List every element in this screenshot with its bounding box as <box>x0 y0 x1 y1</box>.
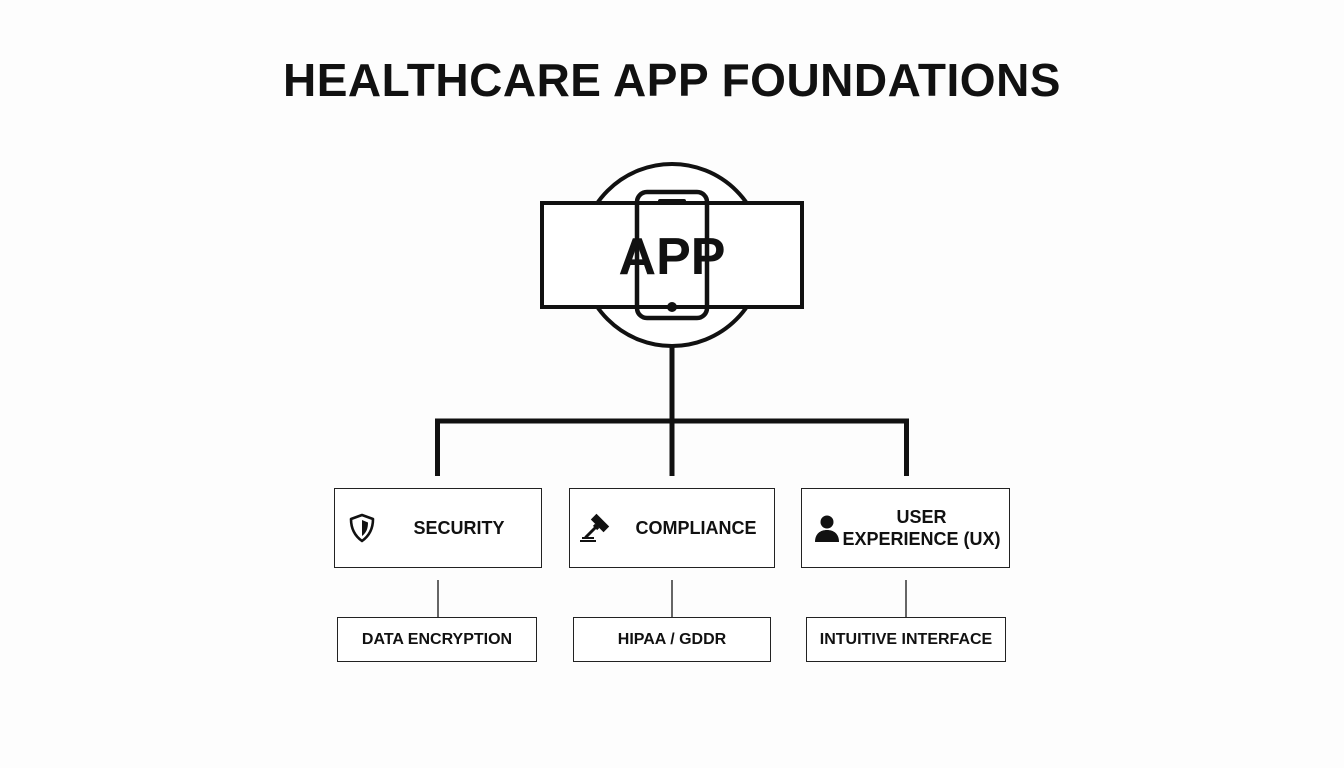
tree-connectors <box>435 346 909 476</box>
shield-icon <box>347 512 377 544</box>
detail-label: DATA ENCRYPTION <box>361 630 513 648</box>
detail-label: INTUITIVE INTERFACE <box>819 630 993 648</box>
app-root-label: APP <box>618 228 726 286</box>
pillar-user-experience: USER EXPERIENCE (UX) <box>801 488 1010 568</box>
detail-hipaa-gddr: HIPAA / GDDR <box>573 617 771 662</box>
detail-intuitive-interface: INTUITIVE INTERFACE <box>806 617 1006 662</box>
gavel-icon <box>578 512 618 544</box>
pillar-label: SECURITY <box>413 518 505 538</box>
detail-data-encryption: DATA ENCRYPTION <box>337 617 537 662</box>
page-title: HEALTHCARE APP FOUNDATIONS <box>283 54 1061 106</box>
pillar-label: USER EXPERIENCE (UX) <box>842 507 1001 549</box>
pillar-label: COMPLIANCE <box>635 518 757 538</box>
smartphone-icon <box>634 189 710 321</box>
detail-label: HIPAA / GDDR <box>617 630 727 648</box>
user-icon <box>812 512 842 544</box>
app-root-badge <box>540 162 804 348</box>
pillar-security: SECURITY <box>334 488 542 568</box>
pillar-compliance: COMPLIANCE <box>569 488 775 568</box>
detail-connectors <box>437 580 907 617</box>
